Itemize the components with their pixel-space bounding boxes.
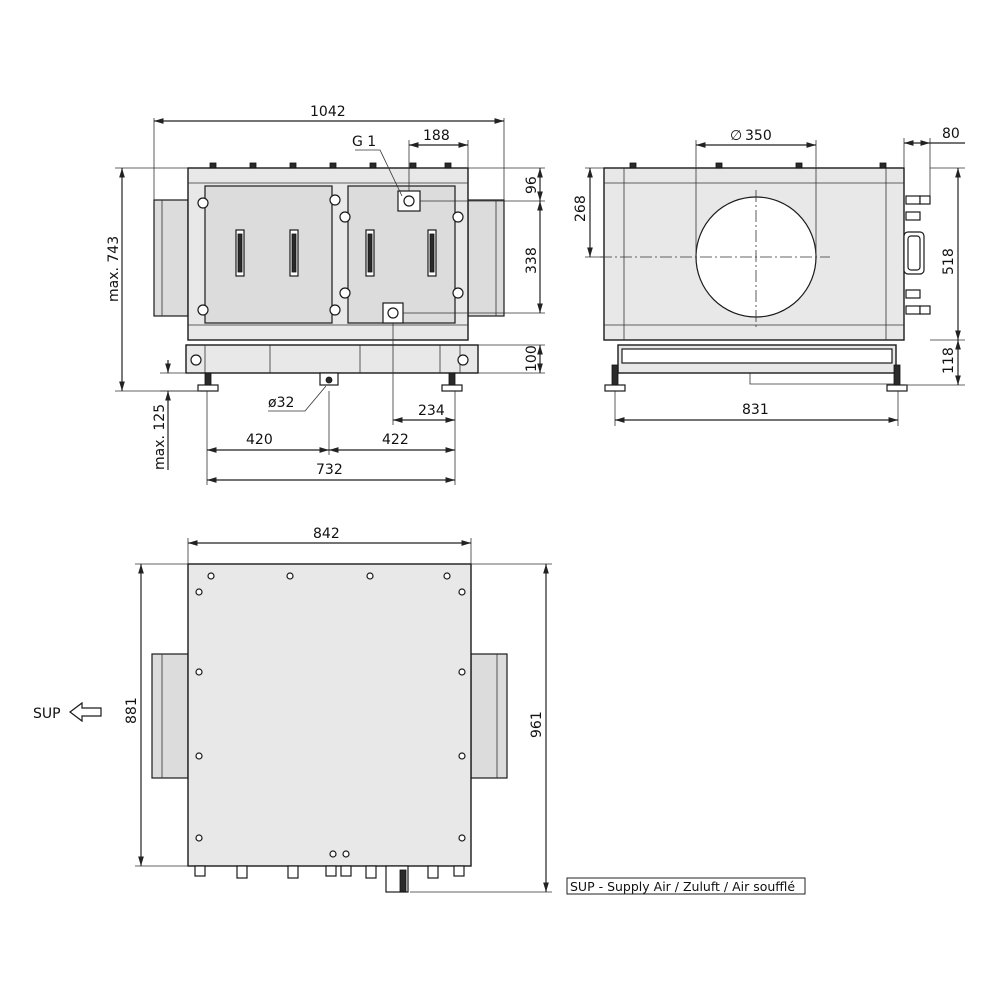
dim-max-125: max. 125 — [152, 404, 168, 470]
dim-80: 80 — [942, 126, 960, 142]
dim-d32: ø32 — [268, 395, 294, 411]
door-latches — [197, 194, 464, 316]
base-frame — [185, 344, 479, 374]
door-handles — [235, 229, 437, 277]
adjustable-feet — [197, 372, 463, 392]
top-left-duct — [151, 653, 189, 779]
top-view: 842 881 961 SUP SUP - Supply Air / Zuluf… — [33, 526, 806, 895]
right-duct-collar — [467, 199, 505, 317]
label-g1: G 1 — [352, 134, 376, 150]
dim-188: 188 — [423, 128, 450, 144]
dim-831: 831 — [742, 402, 769, 418]
label-diameter: ∅ — [730, 128, 742, 144]
side-top-bolts — [629, 162, 887, 169]
dim-518: 518 — [941, 248, 957, 275]
left-duct-collar — [153, 199, 189, 317]
dim-961: 961 — [529, 711, 545, 738]
side-feet — [604, 364, 908, 392]
sup-label: SUP — [33, 706, 61, 722]
side-view: ∅ 350 80 268 518 118 831 — [573, 126, 965, 426]
dim-268: 268 — [573, 195, 589, 222]
top-screws — [195, 572, 466, 858]
dim-max-743: max. 743 — [106, 236, 122, 302]
dim-422: 422 — [382, 432, 409, 448]
left-access-door — [204, 185, 333, 324]
legend-text: SUP - Supply Air / Zuluft / Air soufflé — [570, 879, 795, 894]
side-latches — [905, 195, 931, 315]
dim-d350: 350 — [745, 128, 772, 144]
front-view: 1042 188 G 1 96 338 100 max. 743 max. 12… — [106, 104, 545, 485]
top-right-duct — [470, 653, 508, 779]
top-bolts — [209, 162, 452, 169]
legend-box — [566, 877, 806, 895]
dim-100: 100 — [524, 345, 540, 372]
dim-732: 732 — [316, 462, 343, 478]
dim-96: 96 — [524, 176, 540, 194]
dim-420: 420 — [246, 432, 273, 448]
dim-width-1042: 1042 — [310, 104, 346, 120]
top-casing — [187, 563, 472, 867]
top-bottom-fittings — [194, 865, 465, 893]
dim-842: 842 — [313, 526, 340, 542]
supply-arrow-icon — [69, 701, 102, 723]
dim-881: 881 — [124, 697, 140, 724]
dim-118: 118 — [941, 347, 957, 374]
dim-234: 234 — [418, 403, 445, 419]
dim-338: 338 — [524, 247, 540, 274]
